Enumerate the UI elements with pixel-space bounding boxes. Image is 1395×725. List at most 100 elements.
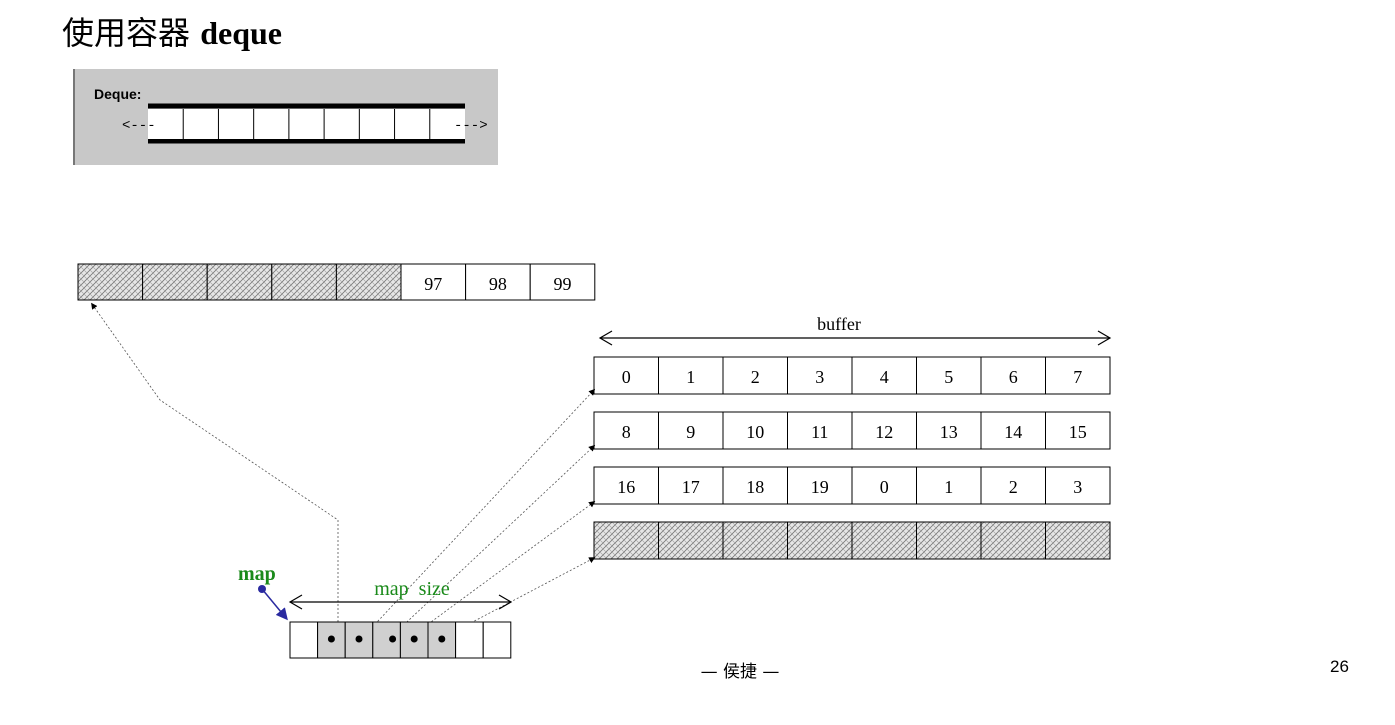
map-pointer-arrow — [261, 588, 288, 621]
top-buffer-used-cell — [142, 263, 208, 301]
map-empty-cell — [482, 621, 512, 659]
buffer-cell — [916, 411, 982, 450]
buffer-value: 10 — [746, 422, 764, 442]
buffer-label: buffer — [817, 314, 861, 334]
map-array — [289, 621, 512, 659]
map-node-pointer-dot — [438, 635, 446, 643]
buffer-value: 16 — [617, 477, 635, 497]
deque-slots — [182, 109, 431, 139]
buffer-value: 1 — [944, 477, 953, 497]
buffer-value: 1 — [686, 367, 695, 387]
buffer-empty-cell — [787, 521, 853, 560]
buffer-value: 3 — [1073, 477, 1082, 497]
buffer-value: 3 — [815, 367, 824, 387]
map-node-pointer-dot — [355, 635, 363, 643]
buffer-value: 17 — [682, 477, 700, 497]
map-size-label: map size — [374, 578, 450, 600]
pointer-to-top-buffer — [91, 302, 339, 622]
buffer-cell — [1045, 356, 1111, 395]
title-text: 使用容器 — [62, 14, 201, 52]
buffer-value: 13 — [940, 422, 958, 442]
map-node-pointer-dot — [389, 635, 397, 643]
buffer-value: 6 — [1009, 367, 1018, 387]
top-buffer-used-cell — [271, 263, 337, 301]
buffer-cell — [980, 356, 1046, 395]
buffer-value: 19 — [811, 477, 829, 497]
buffer-cell — [722, 356, 788, 395]
buffer-empty-cell — [658, 521, 724, 560]
map-label: map — [238, 563, 276, 585]
buffer-cell — [916, 356, 982, 395]
buffer-empty-cell — [916, 521, 982, 560]
buffer-cell — [1045, 411, 1111, 450]
top-buffer-used-cell — [335, 263, 402, 301]
pointer-to-buffer-0 — [363, 388, 596, 637]
buffer-value: 15 — [1069, 422, 1087, 442]
deque-tube-body — [148, 109, 465, 139]
top-buffer-cell — [529, 263, 596, 301]
buffer-value: 2 — [1009, 477, 1018, 497]
title-code: deque — [200, 15, 282, 51]
buffer-empty-cell — [851, 521, 917, 560]
deque-label: Deque: — [94, 86, 142, 102]
map-size-arrow-left-head — [288, 594, 303, 610]
buffer-cell — [851, 411, 917, 450]
buffer-value: 18 — [746, 477, 764, 497]
buffer-cell — [1045, 466, 1111, 505]
deque-right-arrow: ---> — [454, 118, 488, 134]
map-node-cell — [372, 621, 401, 659]
top-buffer-value: 97 — [424, 274, 442, 294]
top-buffer-value: 99 — [554, 274, 572, 294]
buffer-value: 14 — [1004, 422, 1022, 442]
buffer-cell — [787, 411, 853, 450]
buffer-empty-cell — [593, 521, 659, 560]
pointer-to-buffer-2 — [411, 501, 596, 637]
buffer-cell — [593, 356, 659, 395]
buffer-value: 12 — [875, 422, 893, 442]
top-buffer-used-cell — [206, 263, 273, 301]
buffer-cell — [593, 411, 659, 450]
buffer-arrow-left-head — [598, 330, 613, 346]
map-pointer-lines — [91, 302, 596, 637]
buffer-value: 4 — [880, 367, 889, 387]
buffer-empty-cell — [980, 521, 1046, 560]
page-number: 26 — [1330, 657, 1349, 676]
buffer-value: 5 — [944, 367, 953, 387]
buffer-cell — [787, 356, 853, 395]
top-buffer-value: 98 — [489, 274, 507, 294]
deque-icon: <--- ---> — [122, 103, 488, 144]
buffer-cell — [722, 466, 788, 505]
buffer-cell — [722, 411, 788, 450]
slide-title: 使用容器 deque — [62, 8, 282, 54]
buffer-cell — [787, 466, 853, 505]
map-empty-cell — [455, 621, 484, 659]
buffer-cell — [658, 466, 724, 505]
pointer-to-buffer-1 — [391, 444, 596, 637]
buffer-cell — [658, 411, 724, 450]
buffer-empty-cell — [722, 521, 788, 560]
buffer-value: 2 — [751, 367, 760, 387]
buffer-arrow-right-head — [1097, 330, 1112, 346]
buffer-empty-cell — [1045, 521, 1111, 560]
map-node-pointer-dot — [410, 635, 418, 643]
deque-left-arrow: <--- — [122, 118, 156, 134]
buffer-cell — [851, 466, 917, 505]
footer-author: — 侯捷 — — [700, 662, 780, 682]
buffer-cell — [980, 411, 1046, 450]
buffer-value: 7 — [1073, 367, 1082, 387]
buffer-cell — [851, 356, 917, 395]
map-size-arrow-right-head — [498, 594, 513, 610]
top-buffer: 97 98 99 — [77, 263, 596, 301]
map-empty-cell — [289, 621, 319, 659]
buffer-value: 0 — [622, 367, 631, 387]
buffer-cell — [980, 466, 1046, 505]
map-node-pointer-dot — [327, 635, 335, 643]
top-buffer-used-cell — [77, 263, 144, 301]
buffer-value: 11 — [811, 422, 828, 442]
buffer-value: 8 — [622, 422, 631, 442]
buffer-value: 0 — [880, 477, 889, 497]
buffer-cell — [593, 466, 659, 505]
buffer-value: 9 — [686, 422, 695, 442]
